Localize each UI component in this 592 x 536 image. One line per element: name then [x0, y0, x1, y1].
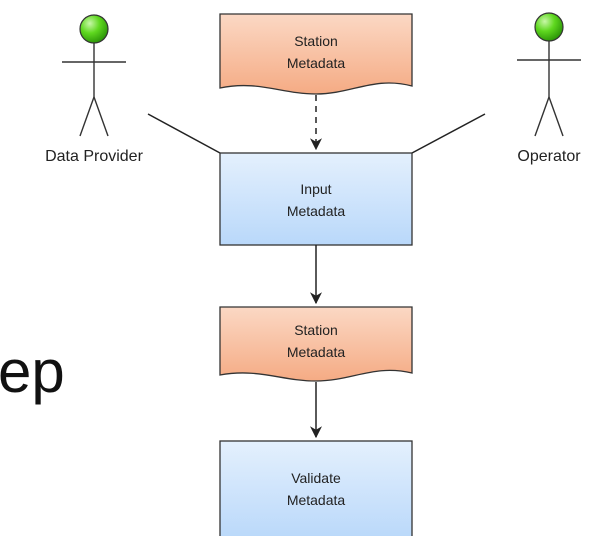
node-label-line1: Validate: [291, 470, 341, 486]
node-label-line2: Metadata: [287, 344, 346, 360]
node-station-metadata-top: Station Metadata: [219, 13, 413, 95]
node-input-metadata: Input Metadata: [219, 152, 413, 246]
node-label-line1: Station: [294, 33, 338, 49]
actor-head-icon: [79, 14, 109, 44]
process-shape: [219, 152, 413, 246]
document-shape: [219, 306, 413, 382]
actor-label-data-provider: Data Provider: [45, 148, 143, 165]
node-label-line1: Station: [294, 322, 338, 338]
actor-body-icon: [517, 41, 581, 137]
node-label-line1: Input: [300, 181, 331, 197]
actor-head-icon: [534, 12, 564, 42]
background-text: ep: [0, 338, 65, 405]
document-shape: [219, 13, 413, 95]
node-validate-metadata: Validate Metadata: [219, 440, 413, 536]
actor-body-icon: [62, 43, 126, 137]
node-station-metadata-mid: Station Metadata: [219, 306, 413, 382]
node-label-line2: Metadata: [287, 203, 346, 219]
association-line-operator: [411, 113, 486, 154]
actor-label-operator: Operator: [517, 148, 581, 165]
node-label-line2: Metadata: [287, 55, 346, 71]
process-shape: [219, 440, 413, 536]
node-label-line2: Metadata: [287, 492, 346, 508]
actor-operator: Operator: [517, 12, 581, 165]
actor-data-provider: Data Provider: [45, 14, 144, 165]
association-line-data-provider: [147, 113, 221, 154]
